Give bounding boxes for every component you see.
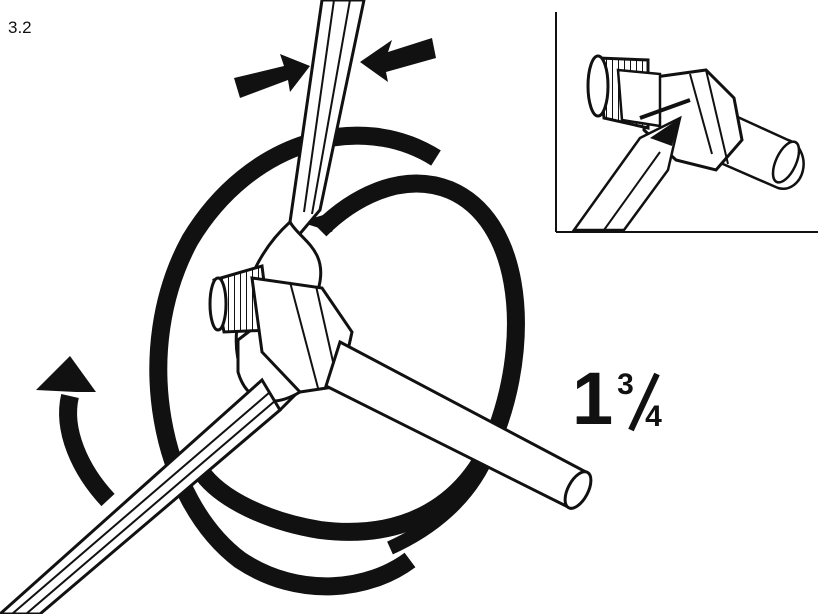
turns-fraction: 3 4 (617, 370, 675, 436)
inset-threaded-stub (586, 54, 662, 130)
turns-numerator: 3 (617, 368, 634, 401)
pipe (324, 339, 593, 511)
inset-mark-line (639, 98, 691, 120)
inset-detail (555, 12, 818, 233)
turn-count: 1 3 4 (572, 362, 675, 436)
turns-denominator: 4 (645, 400, 662, 433)
fraction-slash (628, 372, 660, 432)
squeeze-arrow-icon (234, 38, 436, 98)
fitting (208, 264, 354, 394)
step-number: 3.2 (8, 18, 32, 37)
pencil-icon (571, 115, 682, 232)
turns-whole: 1 (572, 357, 614, 440)
